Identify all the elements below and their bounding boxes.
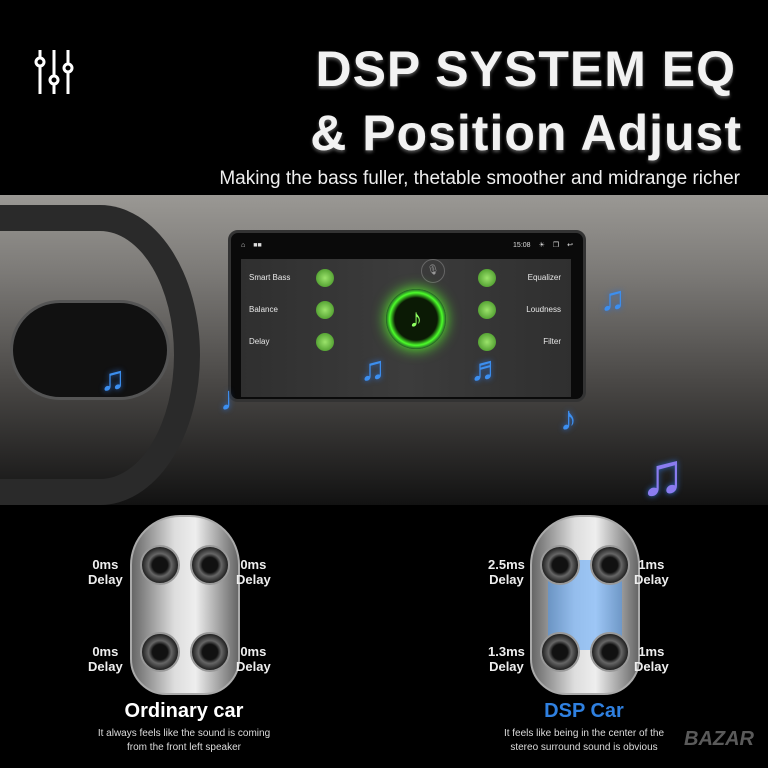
ordinary-car-description: It always feels like the sound is coming… bbox=[97, 728, 271, 753]
menu-balance[interactable]: Balance bbox=[249, 305, 278, 314]
filter-icon[interactable] bbox=[478, 333, 496, 351]
music-note-icon: ♫ bbox=[100, 360, 126, 398]
brightness-icon[interactable]: ☀ bbox=[538, 242, 545, 249]
speaker-icon bbox=[540, 632, 580, 672]
speaker-icon bbox=[140, 545, 180, 585]
back-icon[interactable]: ↩ bbox=[567, 242, 573, 249]
balance-icon[interactable] bbox=[316, 301, 334, 319]
music-note-icon: ♫ bbox=[360, 350, 386, 388]
ordinary-car-diagram bbox=[130, 515, 240, 695]
microphone-icon[interactable]: 🎙 bbox=[421, 259, 445, 283]
dsp-panel: Smart Bass Balance Delay Equalizer Loudn… bbox=[241, 259, 571, 397]
equalizer-sliders-icon bbox=[34, 50, 74, 94]
speaker-icon bbox=[540, 545, 580, 585]
title-line-1: DSP SYSTEM EQ bbox=[315, 41, 736, 97]
dsp-car-caption: DSP Car bbox=[544, 700, 624, 722]
music-note-icon: ♩ bbox=[220, 380, 254, 418]
music-note-icon: ♪ bbox=[560, 400, 577, 438]
delay-icon[interactable] bbox=[316, 333, 334, 351]
menu-filter[interactable]: Filter bbox=[543, 337, 561, 346]
subtitle: Making the bass fuller, thetable smoothe… bbox=[219, 168, 740, 189]
loudness-icon[interactable] bbox=[478, 301, 496, 319]
speaker-icon bbox=[590, 545, 630, 585]
music-note-icon: ♬ bbox=[470, 350, 504, 388]
equalizer-icon[interactable] bbox=[478, 269, 496, 287]
title-line-2: & Position Adjust bbox=[310, 105, 742, 161]
watermark-logo: BAZAR bbox=[684, 728, 754, 750]
speaker-icon bbox=[190, 632, 230, 672]
menu-equalizer[interactable]: Equalizer bbox=[527, 273, 561, 282]
menu-smart-bass[interactable]: Smart Bass bbox=[249, 273, 291, 282]
recent-apps-icon[interactable]: ❐ bbox=[552, 242, 560, 249]
music-note-icon: ♫ bbox=[640, 441, 685, 508]
head-unit-screen: ⌂ ■■ 15:08 ☀ ❐ ↩ Smart Bass Balance Delay… bbox=[228, 230, 586, 402]
menu-loudness[interactable]: Loudness bbox=[526, 305, 561, 314]
menu-delay[interactable]: Delay bbox=[249, 337, 270, 346]
status-bar: ⌂ ■■ 15:08 ☀ ❐ ↩ bbox=[231, 233, 583, 257]
steering-wheel bbox=[0, 205, 200, 505]
ordinary-car-caption: Ordinary car bbox=[124, 700, 244, 722]
notification-icons: ■■ bbox=[253, 241, 262, 249]
smart-bass-icon[interactable] bbox=[316, 269, 334, 287]
speaker-icon bbox=[590, 632, 630, 672]
music-note-icon: ♫ bbox=[600, 280, 626, 318]
speaker-icon bbox=[140, 632, 180, 672]
music-note-disc-icon[interactable]: ♪ bbox=[386, 289, 446, 349]
status-time: 15:08 bbox=[513, 241, 531, 249]
dsp-car-description: It feels like being in the center of the… bbox=[503, 728, 665, 753]
home-icon[interactable]: ⌂ bbox=[241, 241, 246, 249]
speaker-icon bbox=[190, 545, 230, 585]
